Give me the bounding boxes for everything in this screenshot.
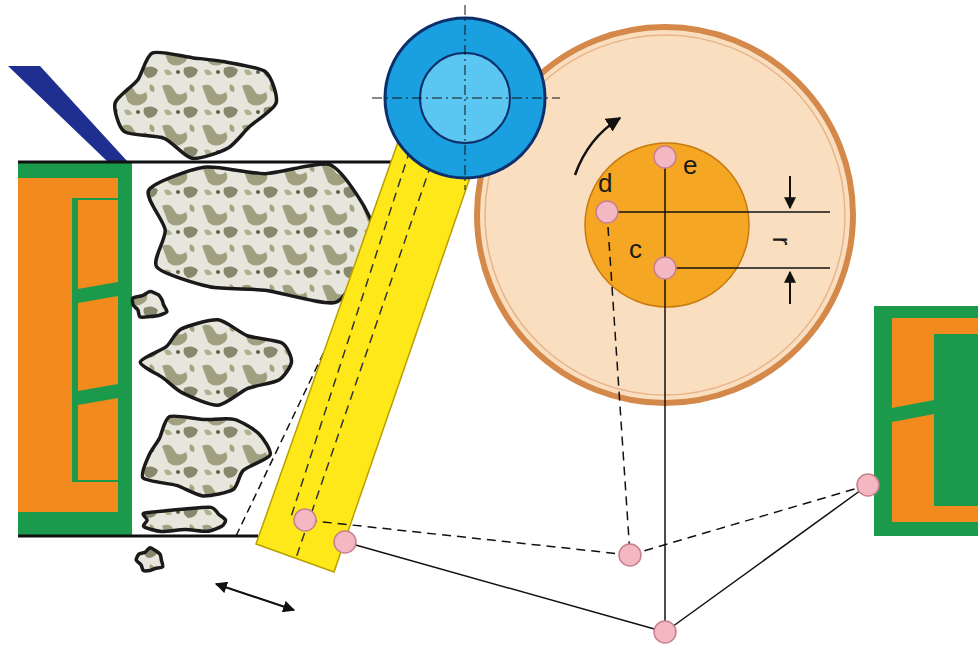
pivot-points <box>294 146 879 643</box>
rock <box>148 164 373 303</box>
feed-chute <box>8 66 128 162</box>
rock <box>136 548 163 571</box>
rock <box>140 320 291 406</box>
motion-arrow <box>216 584 294 610</box>
rock <box>143 507 225 531</box>
rock <box>115 52 277 158</box>
toggle-seat <box>874 306 978 536</box>
point-label: c <box>629 236 642 262</box>
linkage <box>305 212 868 632</box>
fixed-jaw <box>18 162 132 536</box>
point-label: e <box>683 152 697 178</box>
eccentric <box>585 143 749 307</box>
rock <box>132 292 167 318</box>
point-label: d <box>598 170 612 196</box>
swing-jaw <box>256 142 474 572</box>
dimension-label: r <box>769 237 795 246</box>
rock <box>142 416 270 496</box>
